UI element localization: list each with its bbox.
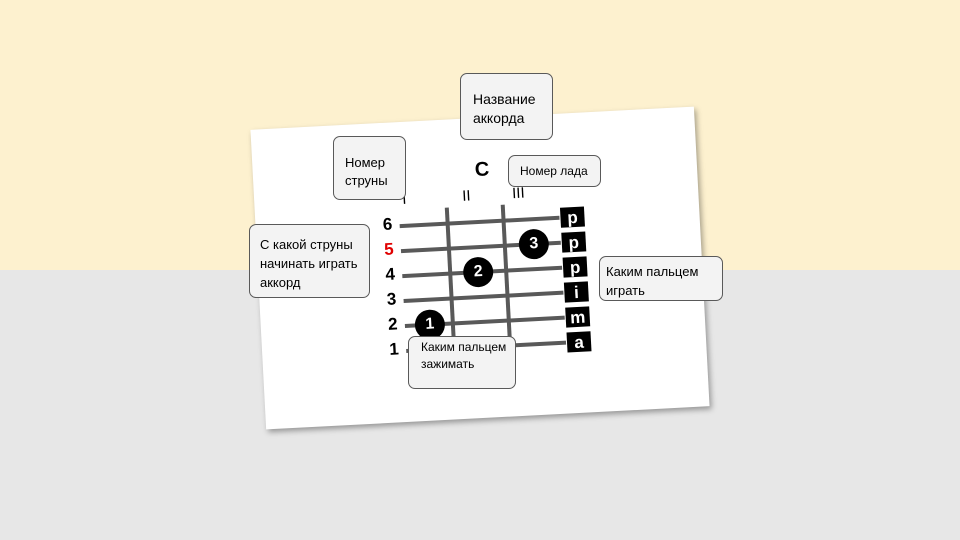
string-number-3: 3	[386, 289, 397, 309]
callout-start-string-text: С какой струны начинать играть аккорд	[260, 237, 358, 290]
string-line-3	[403, 290, 564, 304]
picking-finger-4: p	[562, 256, 588, 278]
callout-picking-finger-text: Каким пальцем играть	[606, 264, 699, 298]
string-number-2: 2	[387, 314, 399, 334]
string-number-5: 5	[383, 239, 395, 259]
callout-string-number-text: Номер струны	[345, 155, 388, 188]
callout-fret-number-text: Номер лада	[520, 164, 588, 178]
callout-fretting-finger: Каким пальцем зажимать	[408, 336, 516, 389]
string-number-1: 1	[388, 339, 400, 359]
string-number-6: 6	[382, 214, 393, 235]
picking-finger-1: a	[566, 331, 592, 353]
chord-name: C	[474, 158, 490, 182]
picking-finger-2: m	[565, 306, 591, 328]
picking-finger-6: p	[559, 206, 585, 228]
string-number-4: 4	[384, 264, 396, 284]
fret-label-2: II	[461, 187, 472, 205]
callout-fretting-finger-text: Каким пальцем зажимать	[421, 340, 507, 371]
callout-picking-finger: Каким пальцем играть	[599, 256, 723, 301]
callout-string-number: Номер струны	[333, 136, 406, 200]
callout-chord-name: Название аккорда	[460, 73, 553, 140]
callout-chord-name-text: Название аккорда	[473, 91, 536, 126]
picking-finger-3: i	[563, 281, 589, 303]
picking-finger-5: p	[561, 231, 587, 253]
finger-dot-3: 3	[518, 228, 550, 260]
string-line-6	[399, 215, 560, 229]
callout-start-string: С какой струны начинать играть аккорд	[249, 224, 370, 298]
fret-label-3: III	[511, 184, 526, 203]
finger-dot-2: 2	[462, 256, 494, 288]
callout-fret-number: Номер лада	[508, 155, 601, 187]
